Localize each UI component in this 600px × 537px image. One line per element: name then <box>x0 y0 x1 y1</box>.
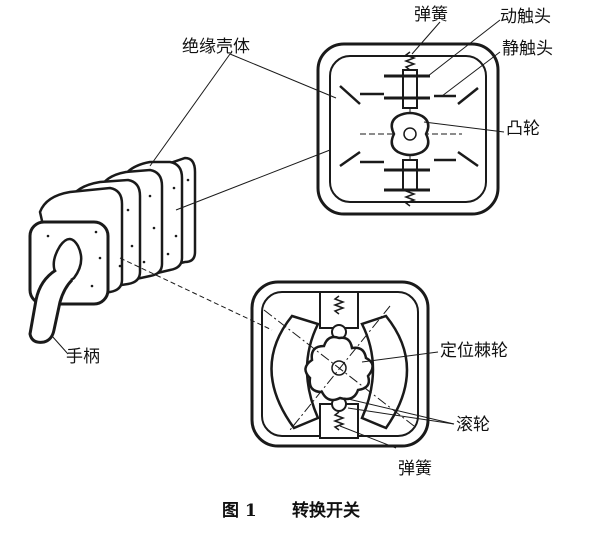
bottom-plunger <box>402 159 418 191</box>
label-cam: 凸轮 <box>506 119 540 139</box>
right-crescent <box>360 314 409 430</box>
label-spring-top: 弹簧 <box>414 5 448 25</box>
top-spring <box>403 51 417 71</box>
figure-title: 转换开关 <box>292 500 360 521</box>
label-handle: 手柄 <box>66 347 100 367</box>
left-crescent <box>270 314 320 430</box>
front-cam <box>52 237 83 283</box>
label-static-contact: 静触头 <box>502 39 553 59</box>
figure-number: 图 1 <box>222 501 257 521</box>
label-insulating-shell: 绝缘壳体 <box>182 37 250 57</box>
leader-lines <box>51 19 505 449</box>
switch-body-stack <box>28 156 197 306</box>
label-detent-wheel: 定位棘轮 <box>440 341 508 361</box>
static-contact-bottom-right <box>434 150 479 168</box>
contact-wafer <box>316 42 500 216</box>
detent-wafer <box>250 280 430 448</box>
static-contact-bottom-left <box>339 150 384 168</box>
label-spring-bottom: 弹簧 <box>398 459 432 479</box>
handle <box>28 268 74 344</box>
static-contact-top-right <box>434 87 479 105</box>
label-roller: 滚轮 <box>456 415 490 435</box>
static-contact-top-left <box>339 85 384 105</box>
cam-hole <box>403 127 417 141</box>
label-moving-contact: 动触头 <box>500 7 551 27</box>
